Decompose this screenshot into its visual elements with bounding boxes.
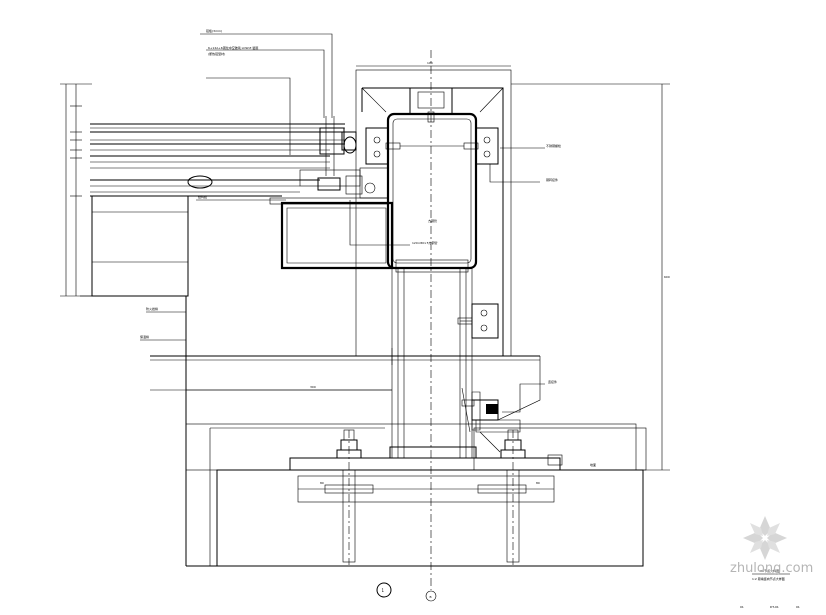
steel-transom xyxy=(269,197,394,270)
dim-base-right: 80 xyxy=(536,481,540,485)
dim-base-left: 80 xyxy=(320,481,324,485)
right-note-2: 钢转接件 xyxy=(546,177,558,182)
lower-note-1: 连接件 xyxy=(548,379,557,384)
concrete-slab xyxy=(185,423,647,567)
title-block: XX节点大样图 1:2 幕墙竖向节点大样图 01 DT-01 01 xyxy=(740,568,800,609)
center-note-1: 方钢管 xyxy=(428,218,437,223)
watermark-text: zhulong.com xyxy=(730,561,813,576)
insulation-block xyxy=(80,195,189,297)
section-marker-label: 1 xyxy=(382,588,385,593)
bracket-connectors xyxy=(365,127,499,339)
floor-slab-lines xyxy=(150,296,540,424)
sheet-info-3: 01 xyxy=(796,605,800,609)
glazing-layers xyxy=(90,116,389,199)
top-note-3: (断热铝型材) xyxy=(208,51,225,56)
axis-marker-label: B xyxy=(430,595,432,599)
drawing-title: XX节点大样图 xyxy=(760,568,779,573)
dim-slab: 300 xyxy=(310,385,316,389)
steel-tube-main xyxy=(386,112,478,273)
steel-column xyxy=(389,267,477,459)
left-note-1: 结构胶 xyxy=(198,194,207,199)
drawing-subtitle: 1:2 幕墙竖向节点大样图 xyxy=(752,576,785,581)
top-note-1: 铝板(3mm) xyxy=(206,28,222,33)
left-note-2: 防火岩棉 xyxy=(146,306,158,311)
sheet-info-2: DT-01 xyxy=(770,605,779,609)
dim-top: 190 xyxy=(427,61,433,65)
right-dimension-line xyxy=(511,83,670,471)
zhulong-flower-logo xyxy=(743,516,787,560)
left-dimension-chain xyxy=(60,83,92,297)
dim-height: 600 xyxy=(664,275,670,279)
leader-lines xyxy=(140,33,545,413)
right-note-1: 不锈钢螺栓 xyxy=(546,143,561,148)
base-plate xyxy=(289,457,561,503)
floor-bracket xyxy=(461,356,541,453)
left-note-3: 保温棉 xyxy=(140,334,149,339)
center-note-2: 120×80×5方钢管 xyxy=(412,240,437,245)
section-marker: 1 B xyxy=(376,582,437,602)
top-note-2: 6+12A+6钢化中空玻璃 LOW-E 镀膜 xyxy=(208,45,258,50)
cladding-frame xyxy=(355,65,512,357)
right-floor: 地面 xyxy=(590,462,596,467)
anchor-bolts xyxy=(336,429,563,565)
sheet-info-1: 01 xyxy=(740,605,744,609)
